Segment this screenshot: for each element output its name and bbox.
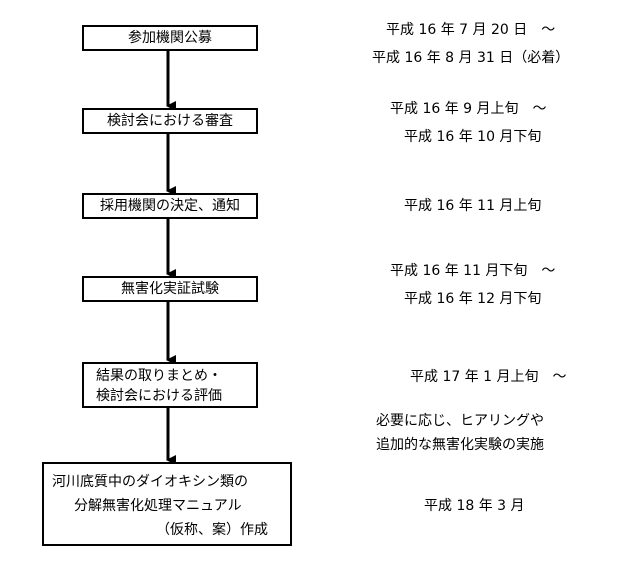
step-label-line-2: 分解無害化処理マニュアル (74, 498, 242, 514)
step-manual-creation: 河川底質中のダイオキシン類の 分解無害化処理マニュアル （仮称、案）作成 (42, 462, 292, 546)
step-results-evaluation: 結果の取りまとめ・ 検討会における評価 (82, 362, 258, 408)
date-line-1: 平成 16 年 7 月 20 日 ～ (386, 22, 556, 38)
step-public-recruitment: 参加機関公募 (82, 25, 258, 51)
step-label: 参加機関公募 (128, 30, 212, 46)
step-label-line-1: 結果の取りまとめ・ (96, 368, 222, 384)
step-label-line-3: （仮称、案）作成 (156, 522, 268, 538)
date-line-1: 平成 17 年 1 月上旬 ～ (410, 369, 567, 385)
note-line-1: 必要に応じ、ヒアリングや (376, 413, 544, 429)
note-line-2: 追加的な無害化実験の実施 (376, 437, 544, 453)
step-selection-notice: 採用機関の決定、通知 (82, 193, 258, 219)
schedule-selection: 平成 16 年 11 月上旬 (404, 197, 541, 215)
date-line-2: 平成 16 年 10 月下旬 (404, 129, 542, 145)
step-label: 無害化実証試験 (121, 281, 219, 297)
date-line-1: 平成 16 年 11 月上旬 (404, 198, 542, 214)
date-line-2: 平成 16 年 12 月下旬 (404, 291, 542, 307)
schedule-hearing-note: 必要に応じ、ヒアリングや 追加的な無害化実験の実施 (376, 412, 544, 454)
date-line-1: 平成 16 年 9 月上旬 ～ (390, 101, 547, 117)
step-verification-test: 無害化実証試験 (82, 276, 258, 302)
schedule-manual: 平成 18 年 3 月 (424, 497, 525, 515)
schedule-evaluation: 平成 17 年 1 月上旬 ～ (410, 368, 567, 386)
date-line-1: 平成 16 年 11 月下旬 ～ (390, 263, 556, 279)
schedule-recruitment: 平成 16 年 7 月 20 日 ～ 平成 16 年 8 月 31 日（必着） (372, 21, 569, 67)
schedule-test: 平成 16 年 11 月下旬 ～ 平成 16 年 12 月下旬 (390, 262, 555, 308)
schedule-review: 平成 16 年 9 月上旬 ～ 平成 16 年 10 月下旬 (390, 100, 547, 146)
date-line-1: 平成 18 年 3 月 (424, 498, 525, 514)
step-label: 採用機関の決定、通知 (100, 198, 240, 214)
date-line-2: 平成 16 年 8 月 31 日（必着） (372, 50, 570, 66)
step-label: 検討会における審査 (107, 113, 233, 129)
step-label-line-2: 検討会における評価 (96, 388, 222, 404)
step-label-line-1: 河川底質中のダイオキシン類の (52, 474, 248, 490)
step-committee-review: 検討会における審査 (82, 108, 258, 134)
